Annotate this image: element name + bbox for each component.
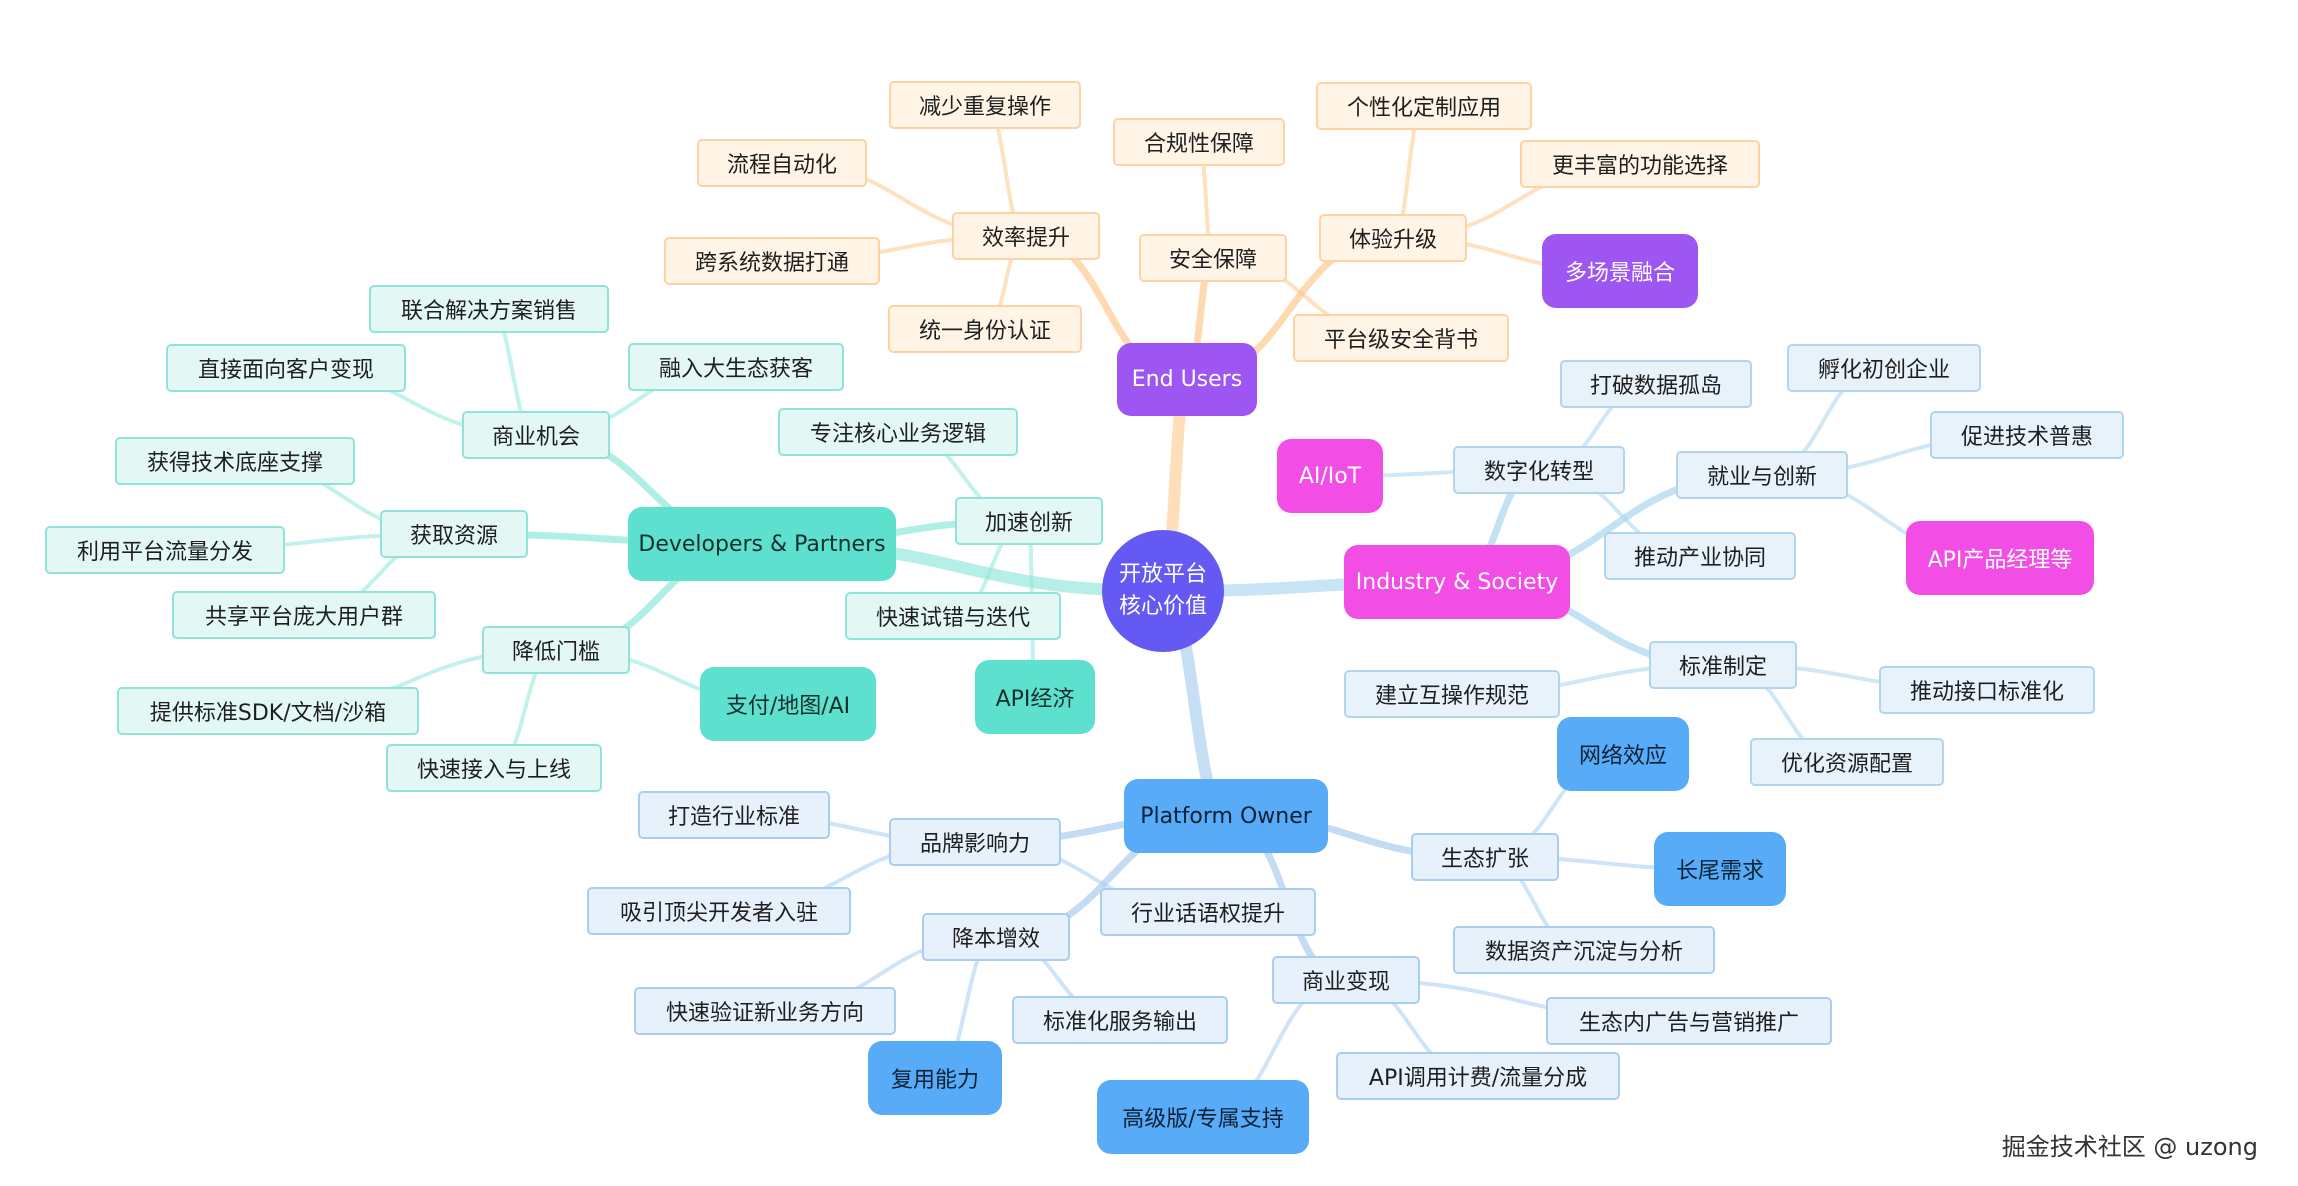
ecosystem-item-node[interactable]: 数据资产沉淀与分析 bbox=[1453, 926, 1715, 974]
digital-item-node[interactable]: 推动产业协同 bbox=[1604, 532, 1796, 580]
brand-item-node[interactable]: 吸引顶尖开发者入驻 bbox=[587, 887, 851, 935]
standards-node[interactable]: 标准制定 bbox=[1649, 641, 1797, 689]
threshold-item-node[interactable]: 快速接入与上线 bbox=[386, 744, 602, 792]
innovation-item-node[interactable]: 专注核心业务逻辑 bbox=[778, 408, 1018, 456]
standards-item-node[interactable]: 推动接口标准化 bbox=[1879, 666, 2095, 714]
cost-node[interactable]: 降本增效 bbox=[922, 913, 1070, 961]
brand-item-node[interactable]: 打造行业标准 bbox=[638, 791, 830, 839]
monetize-item-node[interactable]: 高级版/专属支持 bbox=[1097, 1080, 1309, 1154]
business-node[interactable]: 商业机会 bbox=[462, 411, 610, 459]
innovation-node[interactable]: 加速创新 bbox=[955, 497, 1103, 545]
developers-node[interactable]: Developers & Partners bbox=[628, 507, 896, 581]
ecosystem-item-node[interactable]: 长尾需求 bbox=[1654, 832, 1786, 906]
efficiency-item-node[interactable]: 减少重复操作 bbox=[889, 81, 1081, 129]
platform-owner-node[interactable]: Platform Owner bbox=[1124, 779, 1328, 853]
threshold-item-node[interactable]: 提供标准SDK/文档/沙箱 bbox=[117, 687, 419, 735]
monetize-item-node[interactable]: API调用计费/流量分成 bbox=[1336, 1052, 1620, 1100]
digital-item-node[interactable]: 打破数据孤岛 bbox=[1560, 360, 1752, 408]
efficiency-node[interactable]: 效率提升 bbox=[952, 212, 1100, 260]
ecosystem-item-node[interactable]: 网络效应 bbox=[1557, 717, 1689, 791]
threshold-item-node[interactable]: 支付/地图/AI bbox=[700, 667, 876, 741]
cost-item-node[interactable]: 标准化服务输出 bbox=[1012, 996, 1228, 1044]
threshold-node[interactable]: 降低门槛 bbox=[482, 626, 630, 674]
resources-item-node[interactable]: 获得技术底座支撑 bbox=[115, 437, 355, 485]
experience-node[interactable]: 体验升级 bbox=[1319, 214, 1467, 262]
cost-item-node[interactable]: 快速验证新业务方向 bbox=[634, 987, 896, 1035]
ecosystem-node[interactable]: 生态扩张 bbox=[1411, 833, 1559, 881]
experience-item-node[interactable]: 更丰富的功能选择 bbox=[1520, 140, 1760, 188]
security-item-node[interactable]: 平台级安全背书 bbox=[1293, 314, 1509, 362]
brand-node[interactable]: 品牌影响力 bbox=[889, 818, 1061, 866]
employment-item-node[interactable]: API产品经理等 bbox=[1906, 521, 2094, 595]
standards-item-node[interactable]: 优化资源配置 bbox=[1750, 738, 1944, 786]
efficiency-item-node[interactable]: 统一身份认证 bbox=[888, 305, 1082, 353]
digital-node[interactable]: 数字化转型 bbox=[1453, 446, 1625, 494]
security-item-node[interactable]: 合规性保障 bbox=[1113, 118, 1285, 166]
center-node[interactable]: 开放平台 核心价值 bbox=[1102, 530, 1224, 652]
center-label-line2: 核心价值 bbox=[1118, 594, 1207, 619]
employment-item-node[interactable]: 孵化初创企业 bbox=[1787, 344, 1981, 392]
security-node[interactable]: 安全保障 bbox=[1139, 234, 1287, 282]
watermark-footer: 掘金技术社区 @ uzong bbox=[2001, 1133, 2258, 1161]
monetize-item-node[interactable]: 生态内广告与营销推广 bbox=[1546, 997, 1832, 1045]
cost-item-node[interactable]: 复用能力 bbox=[868, 1041, 1002, 1115]
center-label-line1: 开放平台 bbox=[1118, 562, 1207, 587]
end-users-node[interactable]: End Users bbox=[1117, 343, 1257, 416]
innovation-item-node[interactable]: 快速试错与迭代 bbox=[845, 592, 1061, 640]
resources-item-node[interactable]: 共享平台庞大用户群 bbox=[172, 591, 436, 639]
experience-item-node[interactable]: 多场景融合 bbox=[1542, 234, 1698, 308]
employment-item-node[interactable]: 促进技术普惠 bbox=[1930, 411, 2124, 459]
brand-item-node[interactable]: 行业话语权提升 bbox=[1100, 888, 1316, 936]
digital-item-node[interactable]: AI/IoT bbox=[1277, 439, 1383, 513]
efficiency-item-node[interactable]: 流程自动化 bbox=[697, 139, 867, 187]
monetize-node[interactable]: 商业变现 bbox=[1272, 956, 1420, 1004]
resources-item-node[interactable]: 利用平台流量分发 bbox=[45, 526, 285, 574]
employment-node[interactable]: 就业与创新 bbox=[1676, 451, 1848, 499]
business-item-node[interactable]: 联合解决方案销售 bbox=[369, 285, 609, 333]
innovation-item-node[interactable]: API经济 bbox=[975, 660, 1095, 734]
business-item-node[interactable]: 直接面向客户变现 bbox=[166, 344, 406, 392]
industry-node[interactable]: Industry & Society bbox=[1344, 545, 1570, 619]
efficiency-item-node[interactable]: 跨系统数据打通 bbox=[664, 237, 880, 285]
standards-item-node[interactable]: 建立互操作规范 bbox=[1344, 670, 1560, 718]
business-item-node[interactable]: 融入大生态获客 bbox=[628, 343, 844, 391]
resources-node[interactable]: 获取资源 bbox=[380, 510, 528, 558]
experience-item-node[interactable]: 个性化定制应用 bbox=[1316, 82, 1532, 130]
